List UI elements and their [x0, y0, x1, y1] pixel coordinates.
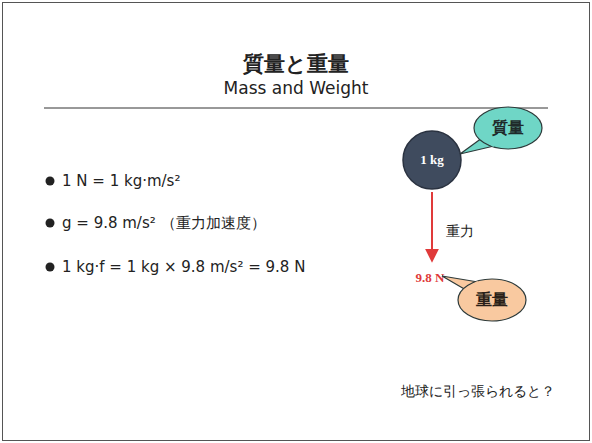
subtitle: Mass and Weight	[224, 78, 369, 98]
node-text: 1 kg	[420, 152, 443, 168]
bubble-seam	[466, 282, 478, 290]
bubble-shape	[458, 279, 526, 321]
gravity-arrow	[431, 192, 433, 260]
node-text: 重量	[476, 290, 508, 311]
slide-frame	[3, 3, 590, 441]
slide-title: 質量と重量	[243, 50, 349, 78]
bullet-text: 1 N = 1 kg·m/s²	[62, 172, 180, 190]
weight-bubble: 重量	[457, 278, 527, 322]
bubble-shape	[474, 107, 542, 149]
note-text: 地球に引っ張られると？	[401, 383, 555, 401]
ball-shape	[403, 131, 461, 189]
bullet-dot	[46, 263, 55, 272]
bullet-text: g = 9.8 m/s² （重力加速度）	[62, 214, 266, 233]
mass-ball: 1 kg	[402, 130, 462, 190]
bullet-dot	[46, 219, 55, 228]
title-rule	[44, 108, 548, 109]
bullet-dot	[46, 177, 55, 186]
bullet-text: 1 kg·f = 1 kg × 9.8 m/s² = 9.8 N	[62, 258, 305, 276]
bubble-seam	[482, 138, 494, 146]
mass-bubble: 質量	[473, 106, 543, 150]
node-text: 質量	[492, 118, 524, 139]
force-label: 重力	[446, 223, 474, 241]
weight-value: 9.8 N	[416, 270, 445, 286]
